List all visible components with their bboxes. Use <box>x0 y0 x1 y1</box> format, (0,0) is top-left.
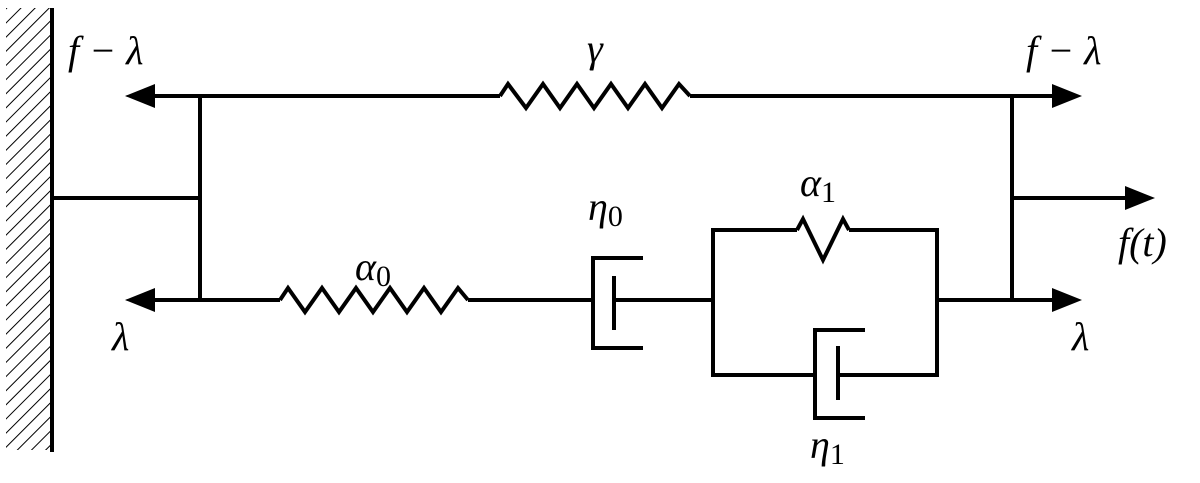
arrow-right-top <box>1052 84 1082 108</box>
arrow-left-bottom <box>125 288 155 312</box>
label-bottom-left-force: λ <box>111 314 129 359</box>
bottom-branch <box>140 214 1065 420</box>
label-alpha1: α1 <box>800 160 836 209</box>
spring-alpha0 <box>278 284 470 316</box>
label-top-right-force: f − λ <box>1026 28 1101 73</box>
spring-alpha1 <box>795 214 851 265</box>
label-eta1: η1 <box>810 422 845 471</box>
fixed-wall <box>6 8 54 452</box>
top-branch <box>140 80 1065 112</box>
arrow-left-top <box>125 84 155 108</box>
arrow-applied-force <box>1125 186 1155 210</box>
dashpot-eta0 <box>591 256 713 350</box>
arrow-right-bottom <box>1052 288 1082 312</box>
label-gamma: γ <box>587 26 604 71</box>
spring-gamma <box>498 80 692 112</box>
kelvin-voigt-element <box>711 214 939 420</box>
label-applied-force: f(t) <box>1118 220 1167 265</box>
label-alpha0: α0 <box>355 244 391 293</box>
label-eta0: η0 <box>588 184 623 233</box>
dashpot-eta1 <box>813 328 865 420</box>
label-top-left-force: f − λ <box>68 28 143 73</box>
label-bottom-right-force: λ <box>1071 314 1089 359</box>
